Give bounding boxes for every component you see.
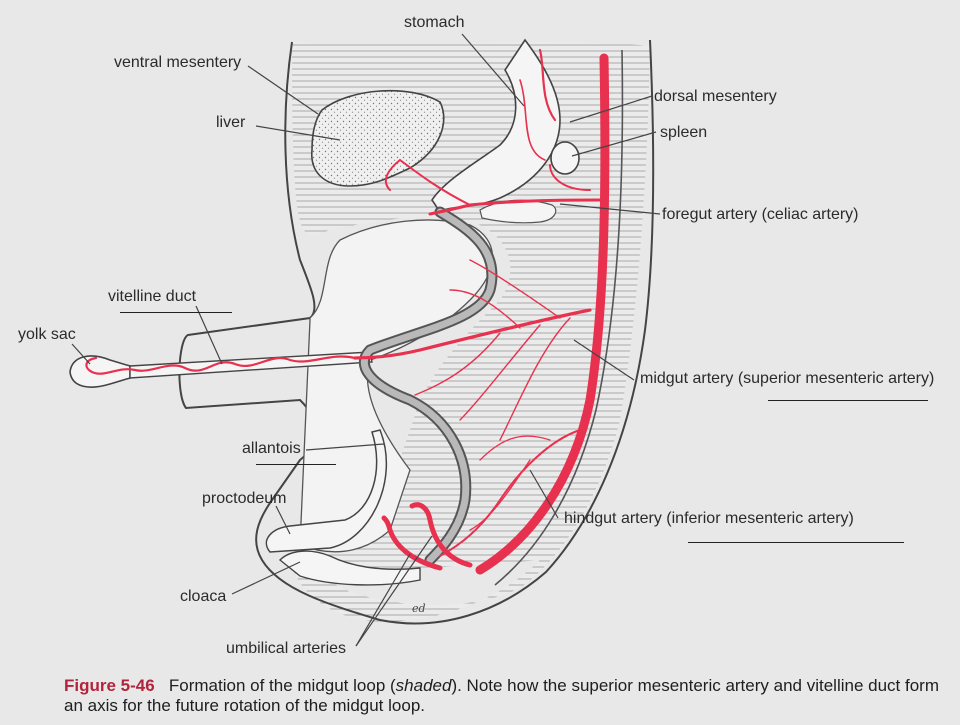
label-cloaca: cloaca [180, 588, 227, 605]
cloaca-shape [278, 550, 421, 586]
underline-allantois [256, 464, 336, 465]
label-vitelline-duct: vitelline duct [108, 288, 197, 305]
inferior-mesenteric-artery [439, 429, 581, 557]
artist-initials: ed [412, 602, 426, 615]
label-foregut-artery: foregut artery (celiac artery) [662, 206, 859, 223]
spleen-shape [550, 141, 580, 175]
hepatic-branch [384, 158, 471, 206]
label-proctodeum: proctodeum [202, 490, 287, 507]
sma-branch-3 [414, 332, 501, 396]
label-umbilical-arteries: umbilical arteries [226, 640, 347, 657]
label-dorsal-mesentery: dorsal mesentery [654, 88, 777, 105]
ima-branch-1 [479, 435, 551, 461]
body-wall-outline [178, 39, 655, 625]
celiac-branch-stomach [538, 48, 557, 122]
superior-mesenteric-artery [353, 308, 592, 360]
celiac-branch-stomach-2 [519, 79, 546, 161]
label-ventral-mesentery: ventral mesentery [114, 54, 242, 71]
allantois-shape [265, 429, 388, 553]
label-midgut-artery: midgut artery (superior mesenteric arter… [640, 370, 935, 387]
sma-branch-5 [499, 317, 571, 441]
sma-branch-2 [449, 289, 521, 329]
sma-branch-1 [469, 259, 561, 319]
figure-caption: Figure 5-46 Formation of the midgut loop… [64, 676, 944, 716]
yolk-sac-shape [69, 355, 131, 388]
celiac-artery [428, 198, 602, 216]
sma-branch-4 [459, 324, 541, 421]
leader-lines [71, 33, 661, 647]
label-yolk-sac: yolk sac [18, 326, 76, 343]
umbilical-artery-1 [409, 502, 473, 568]
midgut-loop-fill [360, 208, 496, 564]
underline-midgut-artery [768, 400, 928, 401]
label-liver: liver [216, 114, 246, 131]
celiac-branch-spleen [549, 164, 591, 191]
caption-text-2: ). Note how the superior mesenteric arte… [64, 676, 939, 715]
label-spleen: spleen [660, 124, 708, 141]
arteries [85, 48, 610, 575]
figure-number: Figure 5-46 [64, 676, 155, 695]
caption-text-1: Formation of the midgut loop ( [168, 676, 396, 695]
underline-hindgut-artery [688, 542, 904, 543]
liver-shape [311, 89, 445, 187]
caption-emphasis: shaded [395, 676, 452, 695]
dorsal-body-line [494, 49, 624, 586]
underline-vitelline-duct [120, 312, 232, 313]
aorta [475, 53, 610, 575]
umbilical-artery-2 [381, 515, 443, 571]
ima-branch-2 [469, 459, 531, 531]
label-stomach: stomach [404, 14, 465, 31]
label-allantois: allantois [242, 440, 301, 457]
vitelline-artery [85, 355, 357, 375]
label-hindgut-artery: hindgut artery (inferior mesenteric arte… [564, 510, 854, 527]
